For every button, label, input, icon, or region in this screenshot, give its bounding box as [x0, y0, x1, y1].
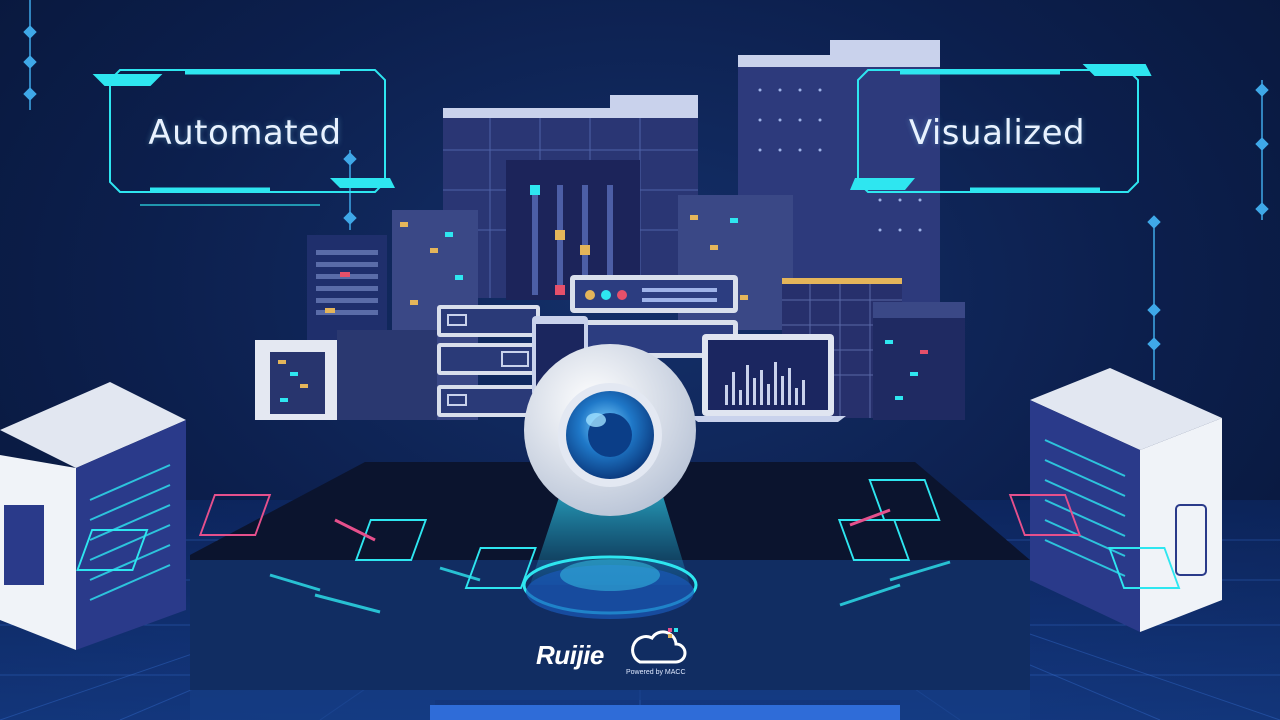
camera-icon	[524, 344, 696, 516]
cloud-logo-icon	[631, 628, 687, 664]
label-visualized: Visualized	[908, 113, 1086, 153]
server-icon	[437, 305, 540, 417]
label-frame-left	[92, 69, 395, 206]
laptop-chart-icon	[690, 334, 846, 422]
label-automated: Automated	[148, 113, 342, 153]
right-server-box	[1030, 368, 1222, 632]
brand-powered-by: Powered by MACC	[626, 669, 686, 676]
decorative-dot-lines	[23, 0, 1269, 380]
label-frame-right	[850, 64, 1152, 193]
left-server-box	[0, 382, 186, 650]
brand-logo-text: Ruijie	[536, 640, 604, 670]
